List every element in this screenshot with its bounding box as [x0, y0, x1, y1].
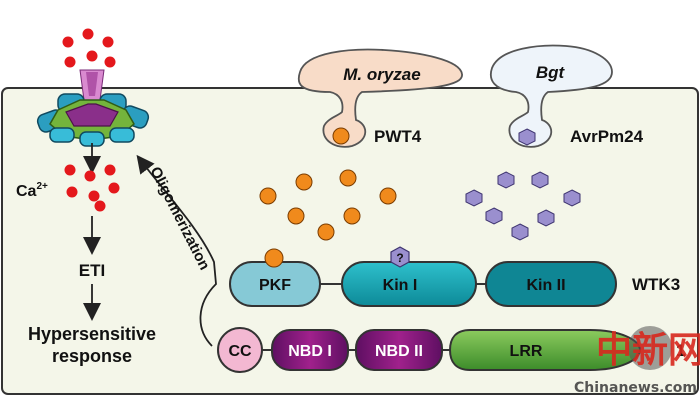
resistosome-channel-icon	[36, 69, 150, 147]
nbd-ii-label: NBD II	[375, 343, 423, 360]
oligomerization-arrow	[136, 154, 217, 347]
nlr-protein	[217, 327, 642, 373]
watermark-logo: 中新网	[596, 330, 700, 371]
nbd-ii-domain	[355, 329, 443, 371]
pwt4-secreted	[332, 127, 350, 145]
watermark-site: Chinanews.com	[574, 380, 697, 396]
cc-domain	[217, 327, 263, 373]
response-label-line2: response	[52, 346, 132, 366]
avrpm24-bound	[390, 246, 410, 268]
calcium-label: Ca2+	[16, 181, 48, 200]
pwt4-bound	[264, 248, 284, 268]
m-oryzae-pathogen	[297, 48, 463, 148]
cc-label: CC	[228, 343, 252, 360]
bgt-label: Bgt	[536, 63, 566, 82]
nbd-i-domain	[271, 329, 349, 371]
pkf-label: PKF	[259, 277, 291, 294]
bgt-pathogen	[490, 44, 613, 148]
extracellular-calcium	[62, 28, 116, 68]
m-oryzae-label: M. oryzae	[343, 65, 420, 84]
chinanews-watermark: 中新网 Chinanews.com	[574, 326, 700, 396]
wtk3-protein	[229, 261, 617, 307]
intracellular-calcium	[64, 164, 120, 212]
kin-ii-domain	[485, 261, 617, 307]
kin-ii-label: Kin II	[526, 277, 565, 294]
kin-i-label: Kin I	[383, 277, 418, 294]
pwt4-effectors	[259, 169, 397, 241]
nlr-suffix-label: 1	[676, 341, 685, 360]
pwt4-label: PWT4	[374, 127, 422, 146]
response-label-line1: Hypersensitive	[28, 324, 156, 344]
avrpm24-label: AvrPm24	[570, 127, 644, 146]
unknown-binding-marker: ?	[396, 251, 403, 265]
lrr-label: LRR	[510, 343, 543, 360]
nbd-i-label: NBD I	[288, 343, 332, 360]
avrpm24-secreted	[518, 128, 536, 146]
wtk3-label: WTK3	[632, 275, 680, 294]
avrpm24-effectors	[465, 171, 581, 241]
eti-label: ETI	[79, 261, 105, 280]
